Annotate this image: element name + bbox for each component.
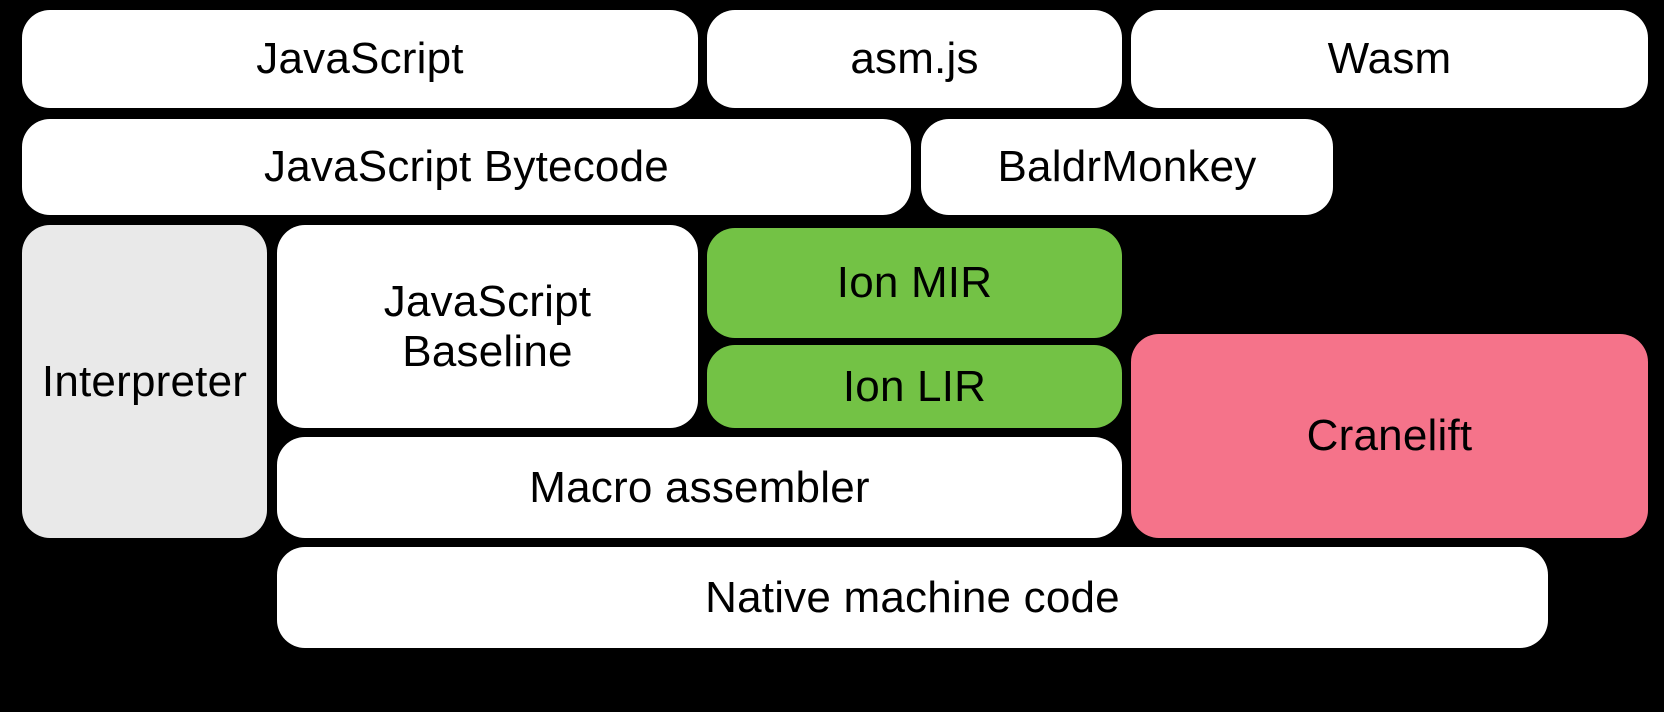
node-native-machine-code: Native machine code (277, 547, 1548, 648)
node-asm-js: asm.js (707, 10, 1122, 108)
node-baldrmonkey: BaldrMonkey (921, 119, 1333, 215)
node-javascript-baseline: JavaScript Baseline (277, 225, 698, 428)
node-ion-lir: Ion LIR (707, 345, 1122, 428)
node-wasm: Wasm (1131, 10, 1648, 108)
node-javascript-bytecode: JavaScript Bytecode (22, 119, 911, 215)
node-macro-assembler: Macro assembler (277, 437, 1122, 538)
node-javascript: JavaScript (22, 10, 698, 108)
node-interpreter: Interpreter (22, 225, 267, 538)
node-cranelift: Cranelift (1131, 334, 1648, 538)
node-ion-mir: Ion MIR (707, 228, 1122, 338)
